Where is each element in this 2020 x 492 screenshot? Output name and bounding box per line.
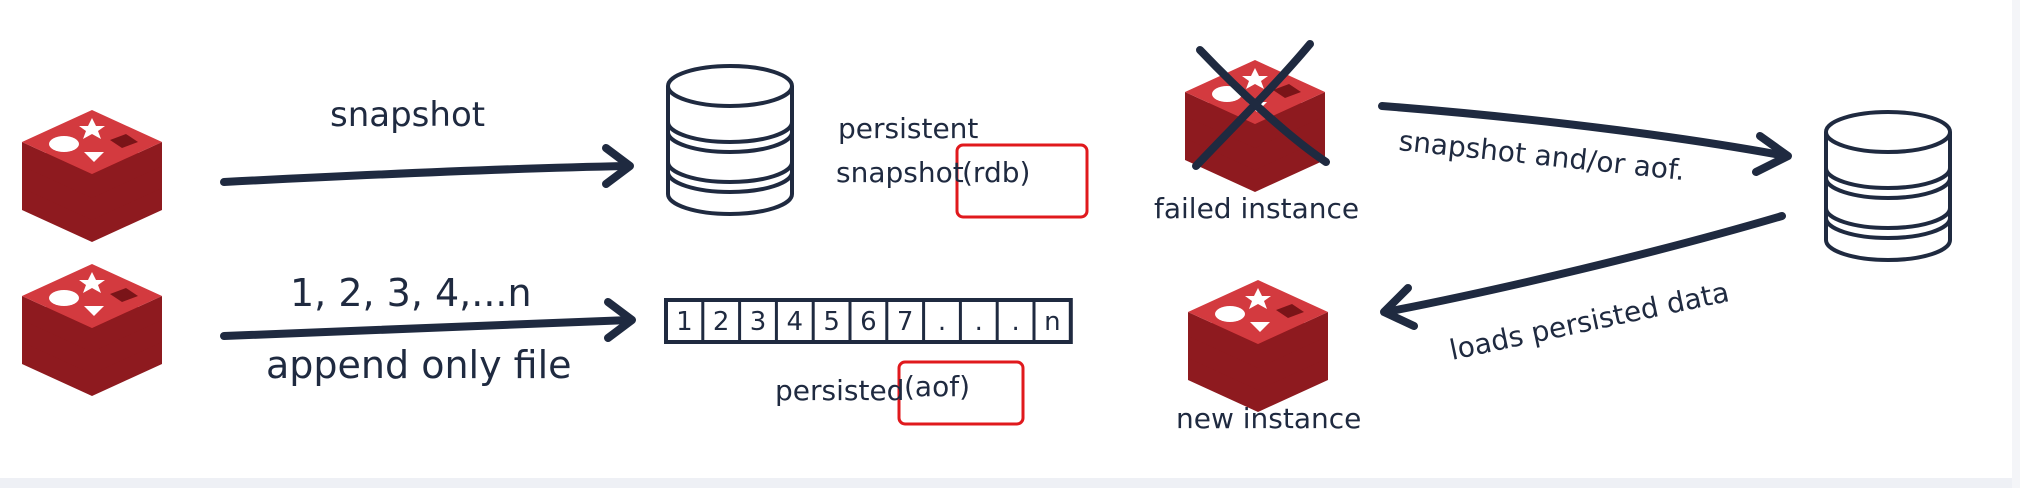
aof-cell: 2 — [713, 307, 730, 337]
aof-cell: 7 — [897, 307, 914, 337]
snapshot-arrow — [220, 144, 634, 188]
redis-logo-icon — [22, 264, 162, 396]
persistent-snapshot-label: snapshot — [836, 156, 964, 189]
load-arrow — [1380, 212, 1786, 330]
redis-logo-icon — [22, 110, 162, 242]
aof-cell: 4 — [787, 307, 804, 337]
restore-database-icon — [1824, 110, 1952, 262]
rdb-label: (rdb) — [962, 156, 1030, 189]
aof-cell: 3 — [750, 307, 767, 337]
aof-cell: n — [1044, 307, 1060, 337]
persist-arrow — [1378, 102, 1792, 176]
snapshot-label: snapshot — [330, 95, 485, 135]
bottom-border — [0, 478, 2020, 488]
rdb-highlight-box — [955, 143, 1089, 219]
aof-strip-frame — [664, 298, 1073, 344]
persisted-label: persisted — [775, 374, 904, 407]
rdb-database-icon — [666, 64, 794, 216]
new-redis-logo-icon — [1188, 280, 1328, 412]
new-instance-label: new instance — [1176, 402, 1361, 435]
aof-cell: 6 — [860, 307, 877, 337]
aof-arrow — [220, 298, 636, 342]
right-border — [2012, 0, 2020, 488]
aof-cell: 5 — [823, 307, 840, 337]
aof-label: (aof) — [904, 370, 970, 403]
failed-instance-label: failed instance — [1154, 192, 1359, 225]
sequence-label: 1, 2, 3, 4,...n — [290, 271, 532, 315]
aof-cell: . — [975, 307, 983, 337]
cross-out-icon — [1192, 40, 1330, 170]
persistent-label: persistent — [838, 112, 978, 145]
aof-highlight-box — [897, 360, 1025, 426]
append-only-file-label: append only file — [266, 343, 572, 387]
aof-cell: . — [938, 307, 946, 337]
failed-redis-logo-icon — [1185, 60, 1325, 192]
aof-cell: . — [1011, 307, 1019, 337]
aof-cell: 1 — [676, 307, 693, 337]
